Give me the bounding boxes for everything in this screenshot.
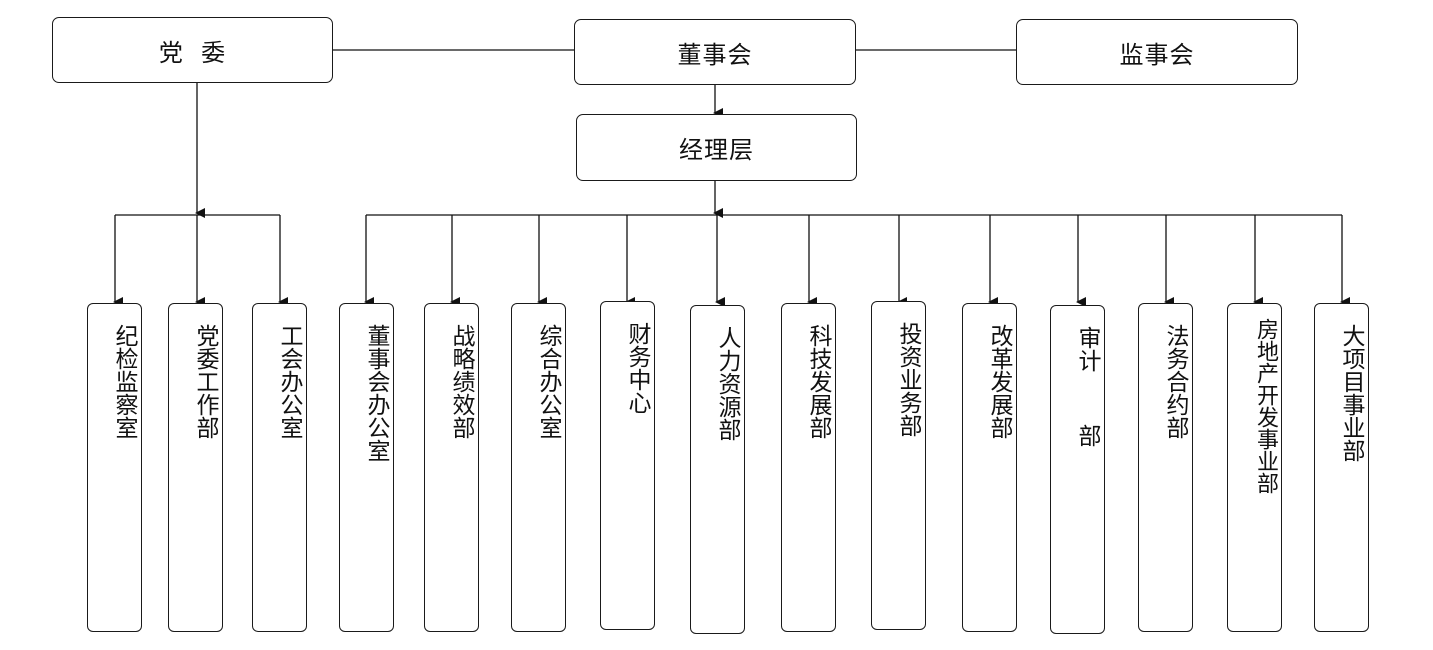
management-label: 经理层	[679, 136, 754, 164]
mgmt-unit-box: 科技发展部	[781, 303, 836, 632]
mgmt-unit-label: 综合办公室	[535, 324, 561, 439]
board-of-directors-label: 董事会	[677, 40, 753, 69]
mgmt-unit-label: 改革发展部	[986, 324, 1012, 439]
board-of-supervisors-label: 监事会	[1119, 40, 1195, 69]
mgmt-unit-label: 大项目事业部	[1338, 324, 1364, 462]
mgmt-unit-box: 审计 部	[1050, 305, 1105, 634]
board-of-directors-box: 董事会	[574, 19, 856, 85]
mgmt-unit-box: 战略绩效部	[424, 303, 479, 632]
party-unit-box: 工会办公室	[252, 303, 307, 632]
mgmt-unit-label: 投资业务部	[895, 322, 921, 437]
party-unit-label: 工会办公室	[276, 324, 302, 439]
mgmt-unit-label: 科技发展部	[805, 324, 831, 439]
party-unit-box: 纪检监察室	[87, 303, 142, 632]
party-unit-box: 党委工作部	[168, 303, 223, 632]
mgmt-unit-label: 房地产开发事业部	[1253, 318, 1278, 494]
mgmt-unit-box: 法务合约部	[1138, 303, 1193, 632]
mgmt-unit-label: 法务合约部	[1162, 324, 1188, 439]
mgmt-unit-box: 改革发展部	[962, 303, 1017, 632]
mgmt-unit-box: 人力资源部	[690, 305, 745, 634]
party-committee-box: 党 委	[52, 17, 333, 83]
mgmt-unit-box: 投资业务部	[871, 301, 926, 630]
party-unit-label: 纪检监察室	[111, 324, 137, 439]
mgmt-unit-box: 董事会办公室	[339, 303, 394, 632]
mgmt-unit-box: 综合办公室	[511, 303, 566, 632]
party-committee-label: 党 委	[158, 38, 227, 67]
mgmt-unit-label: 审计 部	[1074, 326, 1100, 447]
board-of-supervisors-box: 监事会	[1016, 19, 1298, 85]
mgmt-unit-label: 董事会办公室	[363, 324, 389, 462]
mgmt-unit-label: 人力资源部	[714, 326, 740, 441]
mgmt-unit-box: 大项目事业部	[1314, 303, 1369, 632]
mgmt-unit-label: 战略绩效部	[448, 324, 474, 439]
mgmt-unit-box: 房地产开发事业部	[1227, 303, 1282, 632]
mgmt-unit-label: 财务中心	[624, 322, 650, 414]
party-unit-label: 党委工作部	[192, 324, 218, 439]
mgmt-unit-box: 财务中心	[600, 301, 655, 630]
management-box: 经理层	[576, 114, 857, 181]
